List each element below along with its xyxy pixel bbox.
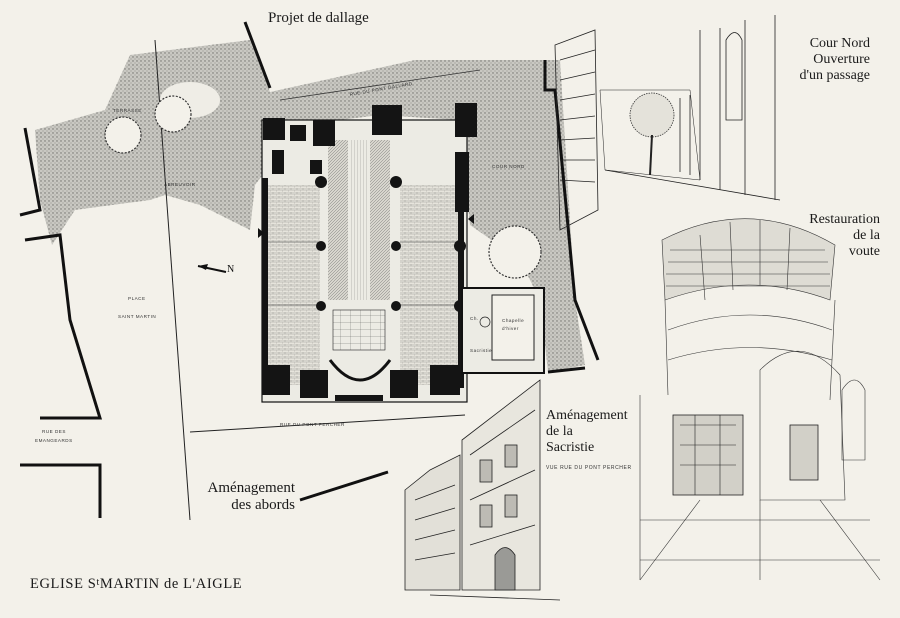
street-line-south xyxy=(189,414,466,433)
title-part: EGLISE S xyxy=(30,576,97,592)
label-terrasse: TERRASSE xyxy=(113,108,142,113)
label-choeur: Ch. xyxy=(470,316,479,321)
apse xyxy=(328,359,392,382)
entrance-arrow-icon xyxy=(258,228,264,238)
label-line: Cour Nord xyxy=(809,36,870,51)
plaza-open-area xyxy=(75,200,170,285)
sketch-voute-interior xyxy=(639,218,881,581)
tree-icon xyxy=(488,225,542,279)
altarpiece xyxy=(672,414,744,496)
label-cour-nord: Cour Nord Ouverture d'un passage xyxy=(760,36,870,84)
label-sacristie-small: Sacristie xyxy=(470,348,492,353)
tree-icon xyxy=(629,92,675,138)
sketch-rue-pont-percher xyxy=(404,379,561,601)
label-emangeards: EMANGEARDS xyxy=(35,438,73,443)
label-line: Ouverture xyxy=(813,52,870,68)
label-chapelle-hiver: d'hiver xyxy=(502,326,519,331)
label-line: de la xyxy=(546,424,573,440)
pillars xyxy=(262,103,477,401)
label-projet-dallage: Projet de dallage xyxy=(268,10,369,26)
nave-aisle xyxy=(370,140,390,300)
tree-icon xyxy=(104,116,142,154)
label-line: d'un passage xyxy=(799,68,870,84)
label-vue-rue: VUE RUE DU PONT PERCHER xyxy=(546,465,632,471)
label-amenagement-sacristie: Aménagement de la Sacristie xyxy=(546,408,628,456)
label-line: Sacristie xyxy=(546,440,595,456)
label-line: des abords xyxy=(231,497,295,514)
label-abreuvoir: ABREUVOIR xyxy=(164,182,196,187)
boundary-walls xyxy=(19,21,600,518)
pulpit xyxy=(789,424,819,481)
label-place: PLACE xyxy=(128,296,146,301)
label-chapelle: Chapelle xyxy=(502,318,524,323)
nave-aisle xyxy=(328,140,348,300)
winter-chapel xyxy=(491,294,535,361)
label-rue-des: RUE DES xyxy=(42,429,66,434)
title-superscript: t xyxy=(96,577,100,588)
label-line: Aménagement xyxy=(546,408,628,423)
label-line: Aménagement xyxy=(207,480,295,496)
label-rue-pont-percher: RUE DU PONT PERCHER xyxy=(280,422,345,427)
tree-icon xyxy=(154,95,192,133)
sheet-title: EGLISE StMARTIN de L'AIGLE xyxy=(30,576,242,593)
label-cour-nord-small: COUR NORD xyxy=(492,164,525,169)
label-line: voute xyxy=(848,244,880,260)
label-line: de la xyxy=(853,228,880,244)
label-saint-martin: SAINT MARTIN xyxy=(118,314,156,319)
north-letter: N xyxy=(227,264,234,275)
title-part: MARTIN de L'AIGLE xyxy=(99,576,243,592)
label-amenagement-abords: Aménagement des abords xyxy=(190,480,295,515)
entrance-arrow-icon xyxy=(468,214,474,224)
label-line: Restauration xyxy=(809,212,880,227)
choir-grid xyxy=(332,309,386,351)
sketch-cour-nord xyxy=(554,15,781,231)
label-restauration-voute: Restauration de la voute xyxy=(770,212,880,260)
